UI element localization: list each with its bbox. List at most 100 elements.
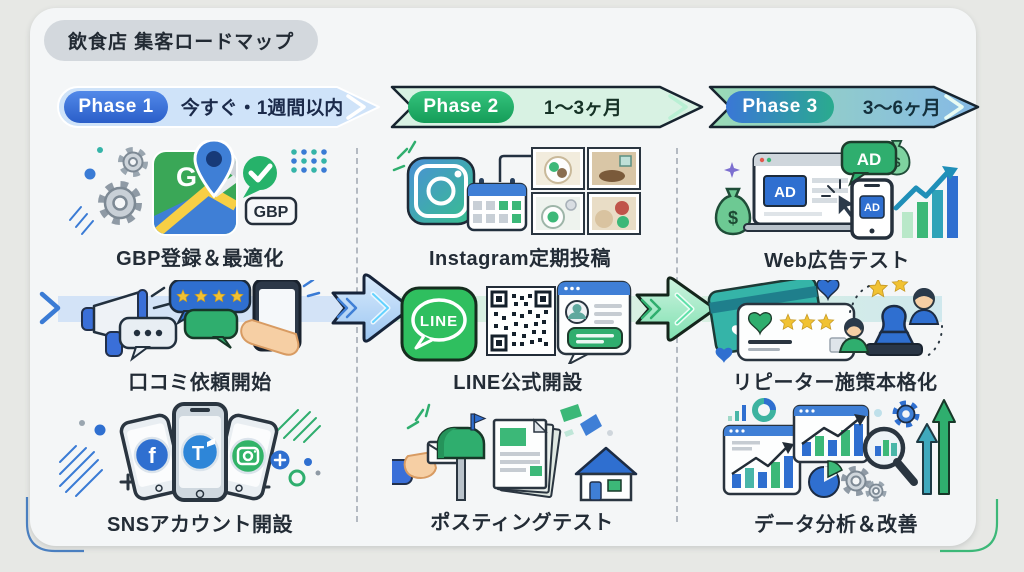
- svg-text:LINE: LINE: [420, 313, 458, 330]
- sns-illustration: f T: [59, 402, 321, 502]
- dashed-arc: [849, 284, 873, 313]
- t-social-icon: T: [180, 432, 220, 472]
- item-label: Web広告テスト: [764, 250, 910, 272]
- stamp-card-icon: [736, 302, 856, 362]
- roadmap-item-web-ads: $ $ $ AD AD: [706, 140, 968, 273]
- item-label: 口コミ依頼開始: [128, 372, 272, 394]
- gear-icon: [118, 147, 148, 177]
- phone-ad-icon: AD: [850, 178, 894, 240]
- mini-bars-decoration: [728, 405, 746, 421]
- posting-illustration: [392, 403, 638, 502]
- roadmap-item-instagram: Instagram定期投稿: [392, 140, 648, 271]
- svg-text:G: G: [176, 162, 197, 192]
- line-illustration: LINE: [400, 280, 632, 364]
- house-icon: [574, 446, 638, 502]
- stripe-decoration: [69, 206, 94, 235]
- svg-text:AD: AD: [774, 184, 796, 201]
- chevron-right-icon: [668, 94, 688, 120]
- facebook-icon: f: [133, 436, 171, 474]
- roadmap-item-analytics: データ分析＆改善: [698, 394, 974, 537]
- roadmap-item-posting: ポスティングテスト: [392, 398, 652, 535]
- heart-icon: [715, 347, 733, 363]
- sparkle-icon: [724, 162, 740, 178]
- magnifier-chart-icon: [862, 426, 918, 486]
- flyer-stack-icon: [492, 418, 562, 499]
- svg-text:AD: AD: [864, 202, 880, 214]
- item-label: LINE公式開設: [453, 372, 583, 394]
- map-pin-icon: [193, 140, 235, 199]
- mailbox-icon: [436, 413, 487, 501]
- instagram-badge-icon: [229, 437, 267, 475]
- check-bubble-icon: [243, 156, 277, 198]
- hand-holding-phone-icon: [240, 280, 321, 356]
- item-label: ポスティングテスト: [430, 512, 614, 534]
- green-speech-bubble-icon: [183, 308, 239, 349]
- flow-start-chevron-icon: [39, 291, 61, 325]
- roadmap-item-sns: f T SNSアカウント開設: [58, 398, 342, 537]
- item-label: SNSアカウント開設: [106, 514, 294, 536]
- donut-chart-icon: [752, 398, 776, 422]
- column-separator: [356, 148, 358, 522]
- qr-code-icon: [486, 286, 556, 356]
- page-title: 飲食店 集客ロードマップ: [68, 32, 295, 53]
- loyalty-illustration: [707, 280, 943, 363]
- phase-3-period: 3〜6ヶ月: [862, 98, 942, 119]
- item-label: GBP登録＆最適化: [116, 248, 284, 270]
- ad-speech-bubble-icon: AD: [840, 140, 898, 187]
- growth-chart-icon: [893, 166, 958, 238]
- sparkle-decoration: [392, 140, 417, 172]
- flying-paper: [564, 429, 574, 437]
- roadmap-item-reviews: 口コミ依頼開始: [54, 280, 346, 395]
- blue-corner-accent: [25, 497, 84, 553]
- line-app-icon: LINE: [400, 286, 478, 362]
- title-badge: 飲食店 集客ロードマップ: [44, 20, 319, 61]
- customer-man-icon: [908, 288, 940, 325]
- stripe-decoration: [275, 409, 321, 443]
- svg-text:GBP: GBP: [254, 204, 289, 221]
- phase-2-header: Phase 2 1〜3ヶ月: [384, 84, 706, 130]
- web-ads-illustration: $ $ $ AD AD: [714, 140, 958, 240]
- circle-plus-icon: [270, 450, 290, 470]
- chevron-right-icon: [944, 94, 964, 120]
- roadmap-item-gbp: G GBP GBP登録＆最適化: [54, 140, 346, 271]
- laptop-icon: AD: [743, 152, 869, 232]
- gbp-badge: GBP: [244, 196, 298, 226]
- phase-1-period: 今すぐ・1週間以内: [180, 98, 344, 119]
- item-label: データ分析＆改善: [754, 514, 918, 536]
- chevron-right-icon: [346, 94, 366, 120]
- reviews-illustration: [81, 280, 321, 362]
- gbp-illustration: G GBP: [69, 140, 327, 236]
- stripe-decoration: [59, 445, 103, 497]
- item-label: リピーター施策本格化: [732, 372, 938, 394]
- star-icon: [891, 280, 909, 292]
- sparkle-decoration: [406, 403, 431, 430]
- phase-3-header: Phase 3 3〜6ヶ月: [702, 84, 982, 130]
- item-label: Instagram定期投稿: [428, 248, 612, 270]
- phase-3-pill: Phase 3: [726, 91, 834, 123]
- gear-icon: [892, 400, 920, 428]
- up-arrow-icon: [916, 423, 938, 495]
- dashed-arc: [923, 325, 943, 359]
- analytics-window-icon: [722, 424, 802, 496]
- instagram-illustration: [392, 140, 641, 235]
- green-corner-accent: [940, 499, 999, 553]
- up-arrow-icon: [932, 399, 956, 495]
- calendar-icon: [466, 178, 528, 232]
- phase-1-header: Phase 1 今すぐ・1週間以内: [56, 84, 384, 130]
- svg-text:T: T: [192, 443, 204, 465]
- phase-2-pill: Phase 2: [408, 91, 514, 123]
- customer-woman-icon: [838, 318, 870, 353]
- instagram-icon: [406, 156, 476, 226]
- gear-icon: [98, 181, 142, 225]
- money-bag-icon: $: [714, 187, 752, 236]
- gear-icon: [841, 466, 871, 496]
- dot-grid-decoration: [291, 149, 327, 173]
- phase-1-pill: Phase 1: [64, 91, 168, 123]
- ad-box: [763, 175, 807, 207]
- gear-icon: [865, 480, 887, 502]
- phase-2-period: 1〜3ヶ月: [543, 98, 623, 119]
- svg-text:$: $: [728, 208, 738, 228]
- svg-text:AD: AD: [857, 150, 882, 169]
